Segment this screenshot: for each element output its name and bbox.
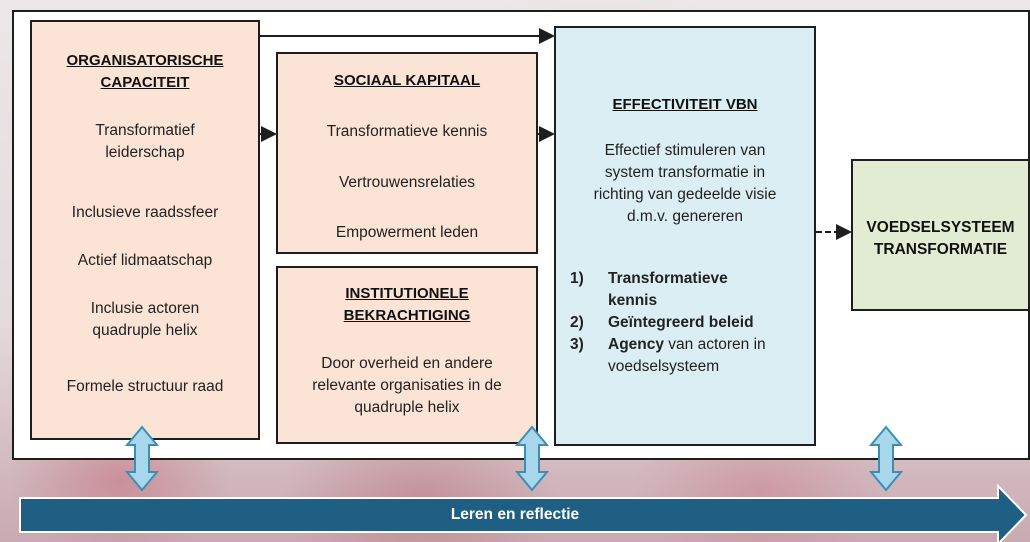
list-bold-text: Geïntegreerd beleid: [608, 314, 754, 331]
organisatorische-capaciteit-box: ORGANISATORISCHE CAPACITEIT Transformati…: [30, 20, 260, 440]
soc-item-transformatieve-kennis: Transformatieve kennis: [326, 123, 488, 140]
double-arrow-3: [868, 425, 904, 492]
leren-en-reflectie-label: Leren en reflectie: [450, 506, 580, 523]
effectiviteit-vbn-description: Effectief stimuleren van system transfor…: [593, 142, 777, 225]
double-arrow-1: [124, 425, 160, 492]
org-item-inclusieve-raadssfeer: Inclusieve raadssfeer: [71, 204, 219, 221]
list-number: 3): [570, 336, 584, 353]
soc-item-vertrouwensrelaties: Vertrouwensrelaties: [338, 174, 476, 191]
list-rest-text: van actoren in voedselsysteem: [608, 336, 766, 375]
list-bold-text: Transformatieve kennis: [608, 270, 728, 309]
list-item: 1) Transformatieve kennis: [570, 268, 806, 312]
org-item-inclusie-actoren: Inclusie actoren quadruple helix: [90, 300, 200, 339]
leren-en-reflectie-arrow: [19, 483, 1028, 542]
org-item-formele-structuur: Formele structuur raad: [66, 378, 224, 395]
effectiviteit-vbn-box: EFFECTIVITEIT VBN Effectief stimuleren v…: [554, 26, 816, 446]
list-item: 3) Agency van actoren in voedselsysteem: [570, 334, 806, 378]
list-item: 2) Geïntegreerd beleid: [570, 312, 806, 334]
sociaal-kapitaal-title: SOCIAAL KAPITAAL: [333, 72, 481, 89]
org-item-actief-lidmaatschap: Actief lidmaatschap: [77, 252, 213, 269]
voedselsysteem-transformatie-box: VOEDSELSYSTEEM TRANSFORMATIE: [851, 159, 1030, 311]
list-bold-text: Agency: [608, 336, 664, 353]
organisatorische-capaciteit-title: ORGANISATORISCHE CAPACITEIT: [66, 52, 224, 91]
institutionele-bekrachtiging-description: Door overheid en andere relevante organi…: [312, 355, 502, 416]
institutionele-bekrachtiging-title: INSTITUTIONELE BEKRACHTIGING: [343, 285, 471, 324]
effectiviteit-vbn-title: EFFECTIVITEIT VBN: [612, 96, 758, 113]
soc-item-empowerment-leden: Empowerment leden: [335, 224, 479, 241]
list-number: 1): [570, 270, 584, 287]
effectiviteit-vbn-list: 1) Transformatieve kennis 2) Geïntegreer…: [570, 268, 806, 378]
institutionele-bekrachtiging-box: INSTITUTIONELE BEKRACHTIGING Door overhe…: [276, 266, 538, 444]
list-number: 2): [570, 314, 584, 331]
double-arrow-2: [514, 425, 550, 492]
sociaal-kapitaal-box: SOCIAAL KAPITAAL Transformatieve kennis …: [276, 52, 538, 254]
voedselsysteem-transformatie-title: VOEDSELSYSTEEM TRANSFORMATIE: [866, 219, 1015, 258]
org-item-transformatief-leiderschap: Transformatief leiderschap: [95, 122, 195, 161]
